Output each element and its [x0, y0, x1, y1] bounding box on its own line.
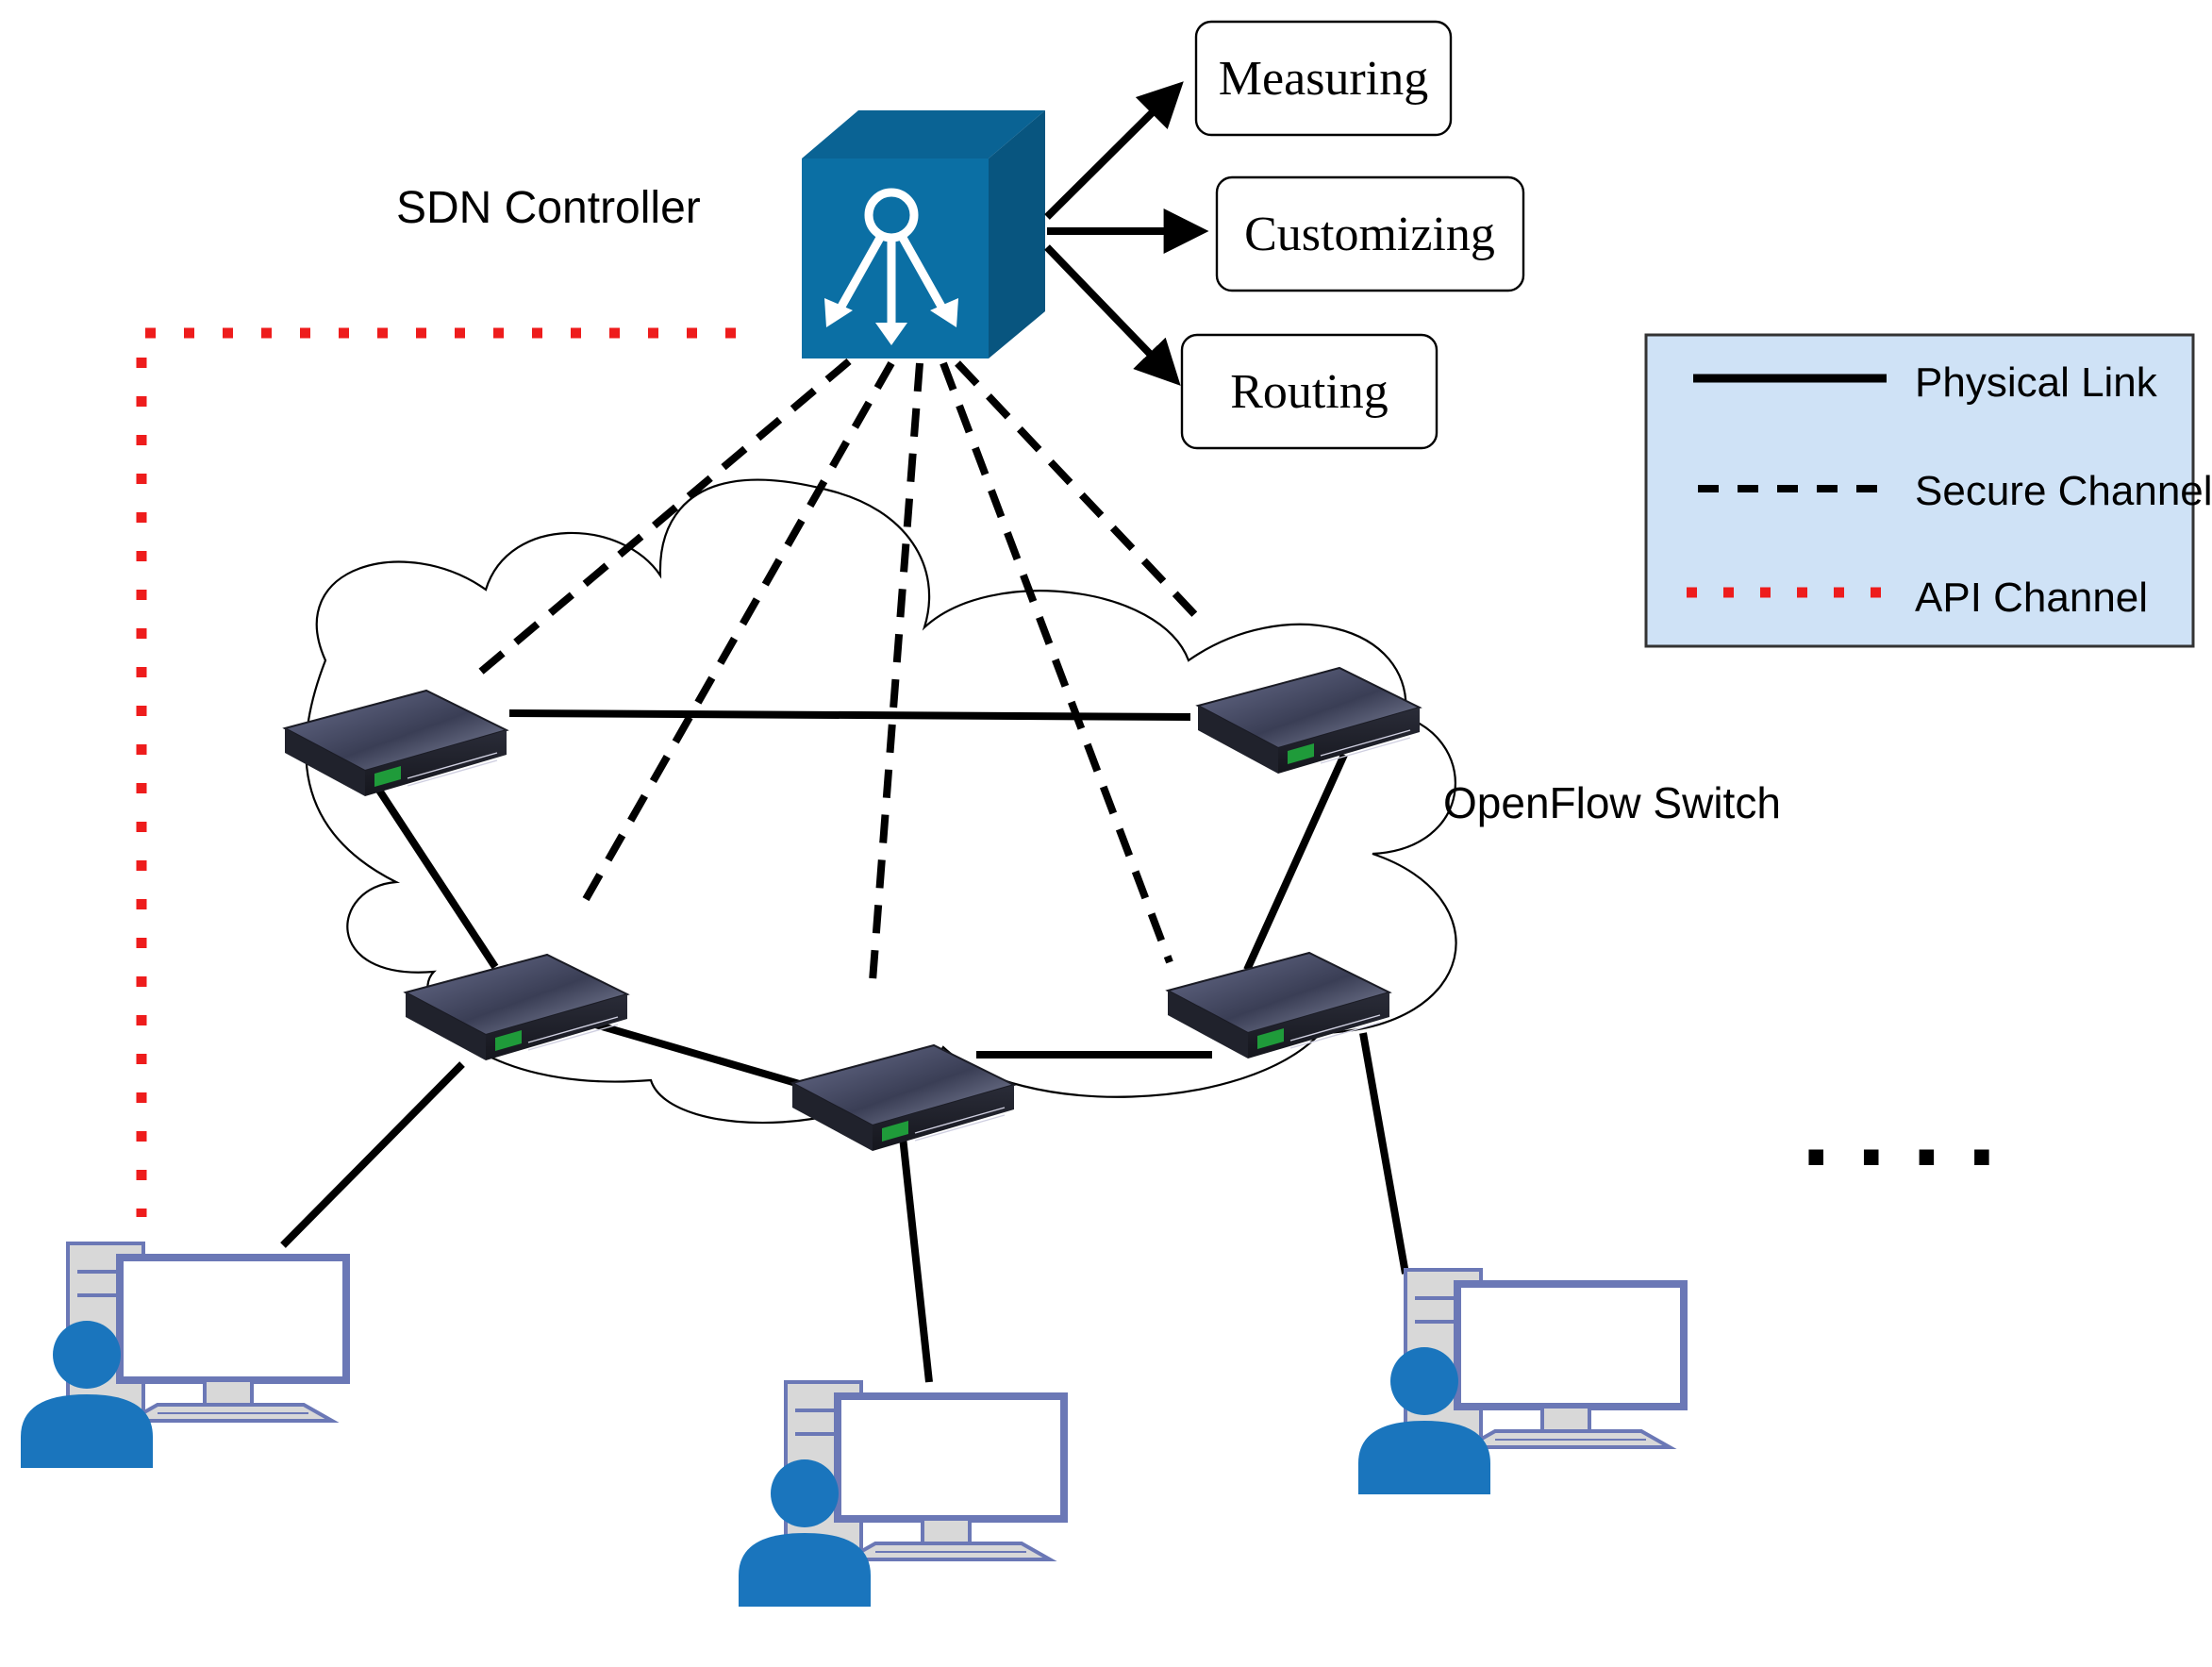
physical-link-left [371, 780, 499, 970]
secure-channel-1 [474, 358, 852, 679]
secure-channel-links [474, 358, 1201, 982]
function-box-routing: Routing [1180, 333, 1439, 450]
sdn-controller-label: SDN Controller [396, 183, 701, 233]
openflow-switch-label: OpenFlow Switch [1443, 778, 1781, 827]
arrow-to-measuring [1044, 81, 1184, 220]
legend: Physical Link Secure Channel API Channel [1644, 333, 2212, 648]
secure-channel-4 [940, 361, 1173, 964]
host-link-3 [1359, 1032, 1409, 1275]
legend-label-secure: Secure Channel [1915, 468, 2212, 514]
host-center [739, 1382, 1064, 1607]
more-hosts-indicator: .... [1802, 1072, 2022, 1188]
host-right [1358, 1270, 1684, 1494]
sdn-controller-cube-icon [802, 110, 1045, 358]
legend-label-api: API Channel [1915, 575, 2148, 621]
legend-box [1644, 333, 2195, 648]
api-channel-link [136, 327, 736, 1217]
physical-link-bottom-left [590, 1020, 821, 1093]
physical-links [280, 709, 1409, 1383]
arrow-to-routing [1044, 244, 1181, 386]
function-box-customizing: Customizing [1215, 175, 1525, 292]
host-link-2 [899, 1136, 933, 1383]
secure-channel-2 [581, 361, 895, 903]
function-label: Routing [1230, 365, 1389, 419]
function-label: Customizing [1244, 208, 1495, 261]
host-left [21, 1243, 346, 1468]
function-box-measuring: Measuring [1194, 20, 1453, 137]
legend-label-physical: Physical Link [1915, 359, 2158, 406]
secure-channel-5 [955, 360, 1201, 621]
physical-link-right [1243, 753, 1348, 972]
function-label: Measuring [1219, 52, 1428, 106]
function-arrows [1044, 81, 1209, 386]
host-link-1 [280, 1061, 465, 1248]
physical-link-top [508, 709, 1191, 721]
secure-channel-3 [869, 362, 923, 982]
